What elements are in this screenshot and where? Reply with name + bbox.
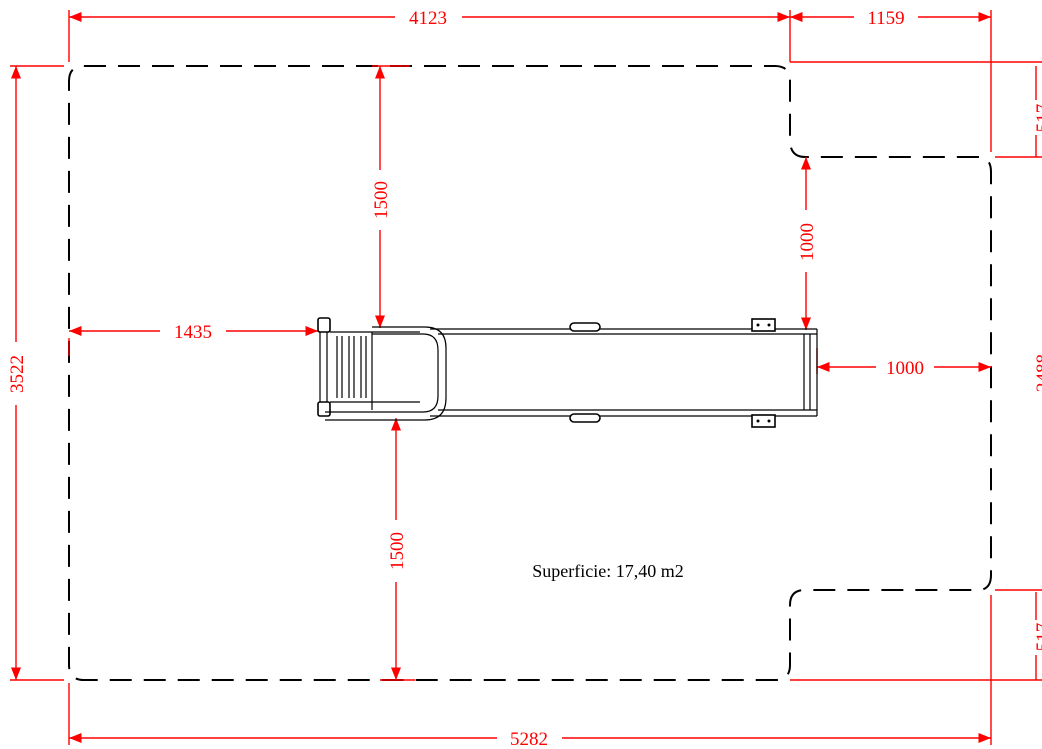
dim-bottom-total-width: 5282: [68, 595, 992, 749]
dim-top-left-width-label: 4123: [409, 8, 447, 29]
dim-upper-notch-height-label: 517: [1033, 104, 1042, 133]
dim-lower-clearance: 1500: [380, 418, 415, 681]
dim-left-clearance: 1435: [68, 322, 318, 356]
safety-area-outline: [68, 65, 992, 681]
dim-top-left-width: 4123: [68, 8, 791, 62]
dim-right-edge: 517 2488 517: [790, 61, 1042, 681]
dim-lower-notch-height-label: 517: [1033, 623, 1042, 652]
dim-bottom-total-width-label: 5282: [510, 729, 548, 749]
dim-top-right-width-label: 1159: [867, 8, 904, 29]
area-label: Superficie: 17,40 m2: [532, 561, 683, 581]
dim-notch-depth-label: 1000: [797, 223, 818, 261]
dim-upper-clearance: 1500: [371, 65, 410, 328]
dim-total-height-label: 3522: [7, 355, 28, 393]
dim-left-clearance-label: 1435: [174, 322, 212, 343]
slide-equipment: [317, 317, 818, 428]
dim-notch-depth: 1000: [797, 157, 818, 330]
dim-lower-clearance-label: 1500: [387, 532, 408, 570]
dim-right-clearance: 1000: [816, 348, 991, 379]
ladder-rungs: [336, 332, 373, 410]
dim-right-height-label: 2488: [1033, 354, 1042, 392]
dim-right-clearance-label: 1000: [886, 358, 924, 379]
dim-upper-clearance-label: 1500: [371, 181, 392, 219]
dim-total-height: 3522: [7, 65, 64, 681]
dim-top-right-width: 1159: [790, 8, 992, 152]
